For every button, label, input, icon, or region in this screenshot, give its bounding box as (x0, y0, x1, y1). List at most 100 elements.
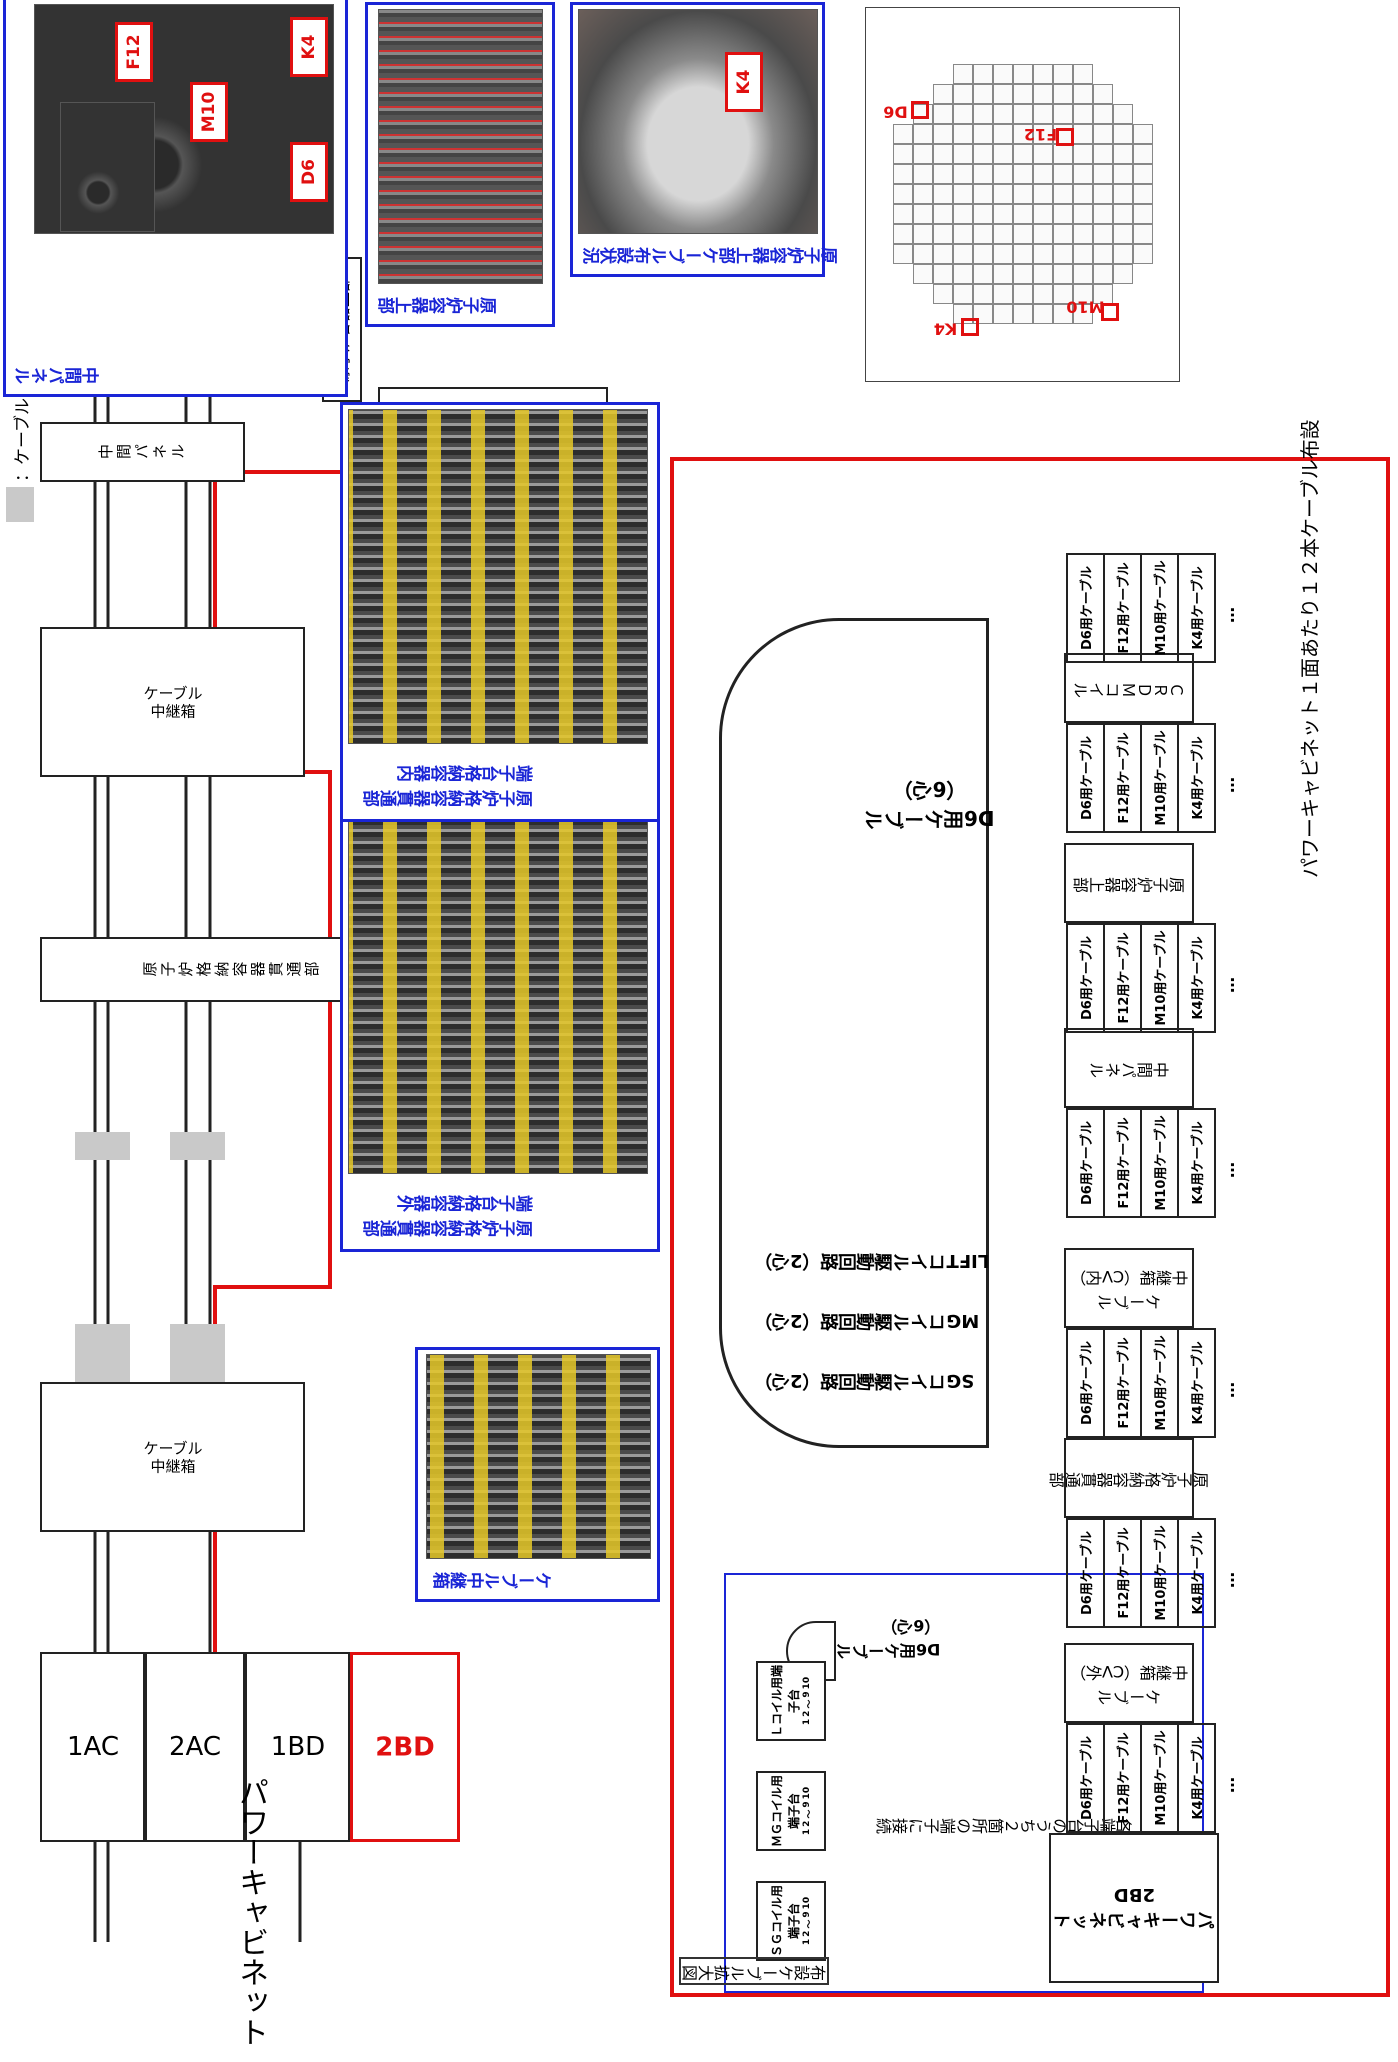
cable-cell: D6用ケーブル (1068, 555, 1105, 661)
photo-image (426, 1354, 651, 1559)
lower-station-4: 原子炉容器上部 (1064, 843, 1194, 923)
circuit-label-0: SGコイル駆動回路（2心） (754, 1370, 975, 1391)
core-grid-cell (1013, 144, 1033, 164)
photo-caption: 原子炉格納容器貫通部 端子台格納容器内 (363, 761, 533, 806)
core-grid-cell (893, 124, 913, 144)
terminal-number: 2 (801, 1820, 812, 1827)
cable-cell: M10用ケーブル (1142, 1725, 1179, 1831)
photo-caption: 原子炉容器上部ケーブル布設状況 (583, 243, 838, 263)
core-grid-cell (933, 284, 953, 304)
cable-cell: M10用ケーブル (1142, 725, 1179, 831)
core-grid-cell (1053, 224, 1073, 244)
lower-station-label: 中間パネル (1089, 1059, 1169, 1078)
core-grid-cell (1113, 144, 1133, 164)
core-grid-cell (1013, 304, 1033, 324)
junction-box-cv-out: ケーブル 中継箱 (40, 1382, 305, 1532)
core-grid-cell (973, 244, 993, 264)
cabinet-2bd: 2BD (350, 1652, 460, 1842)
cable-cell: M10用ケーブル (1142, 1330, 1179, 1436)
lower-station-label: 原子炉容器上部 (1073, 874, 1185, 893)
core-grid-cell (973, 264, 993, 284)
core-grid-cell (933, 124, 953, 144)
cable-cell: K4用ケーブル (1191, 1341, 1206, 1425)
cable-tray (170, 1132, 225, 1160)
cable-cell: M10用ケーブル (1142, 1110, 1179, 1216)
core-grid-cell (913, 244, 933, 264)
core-grid-cell (933, 164, 953, 184)
photo-tag-k4: K4 (290, 17, 328, 77)
core-grid-cell (993, 304, 1013, 324)
cable-cell: M10用ケーブル (1142, 555, 1179, 661)
terminal-number: 10 (801, 1896, 812, 1910)
core-grid-cell (953, 164, 973, 184)
core-grid-cell (1013, 184, 1033, 204)
core-grid-cell (1033, 204, 1053, 224)
terminal-block-label: ＭＧコイル用端子台 (769, 1775, 801, 1848)
core-grid-cell (1113, 184, 1133, 204)
core-grid-cell (993, 244, 1013, 264)
terminal-number: 2 (801, 1930, 812, 1937)
lower-station-3: 中間パネル (1064, 1028, 1194, 1108)
core-grid-cell (913, 184, 933, 204)
terminal-number: ～ (804, 1809, 815, 1819)
photo-image (578, 9, 818, 234)
core-grid-cell (1053, 204, 1073, 224)
cable-cell: K4用ケーブル (1191, 1736, 1206, 1820)
core-grid-cell (1073, 84, 1093, 104)
core-grid-cell (1133, 204, 1153, 224)
terminal-number: 9 (801, 1911, 812, 1918)
map-marker (961, 318, 979, 336)
core-grid-cell (973, 84, 993, 104)
core-grid-cell (1053, 264, 1073, 284)
core-grid-cell (933, 84, 953, 104)
map-tag-label: K4 (933, 319, 958, 339)
core-grid-cell (1053, 144, 1073, 164)
core-grid-cell (1093, 124, 1113, 144)
core-grid-cell (1033, 64, 1053, 84)
station-label: 原子炉格納容器貫通部 (141, 960, 322, 979)
core-grid-cell (1113, 244, 1133, 264)
terminal-block-label: Ｌコイル用端子台 (769, 1665, 801, 1738)
core-grid-cell (1073, 164, 1093, 184)
photo-tag-f12: F12 (115, 22, 153, 82)
photo-image (378, 9, 543, 284)
photo-vessel-top: 原子炉容器上部 (365, 2, 555, 327)
cabinets-title: パワーキャビネット (233, 1777, 268, 2047)
cable-cell: F12用ケーブル (1105, 1725, 1142, 1831)
core-grid-cell (1073, 264, 1093, 284)
lower-cabinet-2bd: パワーキャビネット2BD (1049, 1833, 1219, 1983)
core-grid-cell (1093, 84, 1113, 104)
cabinet-label: 1BD (270, 1732, 325, 1762)
core-grid-cell (893, 164, 913, 184)
core-grid-cell (1013, 164, 1033, 184)
core-grid-cell (1073, 184, 1093, 204)
cable-cell: M10用ケーブル (1142, 925, 1179, 1031)
core-grid-cell (913, 164, 933, 184)
core-grid-cell (1093, 184, 1113, 204)
core-grid-cell (953, 124, 973, 144)
photo-vessel-cable: 原子炉容器上部ケーブル布設状況 (570, 2, 838, 277)
core-grid-cell (1033, 104, 1053, 124)
terminal-number: 1 (801, 1718, 812, 1726)
core-grid-cell (973, 224, 993, 244)
cable-cell: F12用ケーブル (1105, 1110, 1142, 1216)
map-marker (911, 101, 929, 119)
terminal-number: ～ (804, 1699, 815, 1709)
lower-station-2: ケーブル 中継箱（CV内） (1064, 1248, 1194, 1328)
photo-caption: 原子炉格納容器貫通部 端子台格納容器外 (363, 1191, 533, 1236)
cable-tray (75, 1132, 130, 1160)
photo-caption: 中間パネル (14, 363, 99, 383)
lower-station-1: 原子炉格納容器貫通部 (1049, 1438, 1209, 1518)
lower-station-0: ケーブル 中継箱（CV外） (1064, 1643, 1194, 1723)
core-grid-cell (1133, 144, 1153, 164)
core-grid-cell (1093, 164, 1113, 184)
cable-cell: K4用ケーブル (1191, 1531, 1206, 1615)
cable-cell: D6用ケーブル (1068, 1725, 1105, 1831)
core-grid-cell (953, 144, 973, 164)
core-grid-cell (953, 224, 973, 244)
terminal-number: 1 (801, 1828, 812, 1836)
